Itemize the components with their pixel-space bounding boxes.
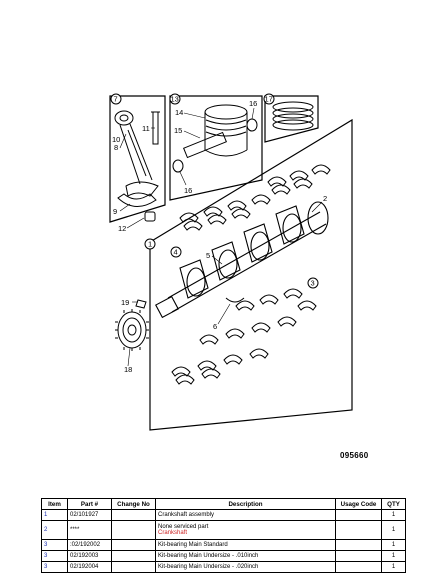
part-number: **** [67, 520, 112, 540]
upper-bearing-shells [267, 164, 331, 195]
description: Kit-bearing Main Undersize - .020inch [155, 561, 336, 573]
crankshaft-panel [149, 118, 353, 431]
callout-1: 1 [148, 240, 152, 249]
callout-19: 19 [121, 298, 129, 307]
gudgeon-pin [183, 131, 227, 159]
table-row: 1 02/101927 Crankshaft assembly 1 [41, 509, 406, 521]
callout-13: 13 [171, 95, 179, 104]
callout-8: 8 [114, 143, 118, 152]
description: Crankshaft assembly [155, 509, 336, 521]
callout-6: 6 [213, 322, 217, 331]
callout-16-bottom: 16 [184, 186, 192, 195]
callout-17: 17 [265, 95, 273, 104]
change-no [111, 550, 156, 562]
header-usage-code: Usage Code [335, 498, 382, 510]
callout-18: 18 [124, 365, 132, 374]
usage-code [335, 561, 382, 573]
callout-9: 9 [113, 207, 117, 216]
header-item: Item [41, 498, 68, 510]
item-link[interactable]: 3 [41, 561, 68, 573]
header-part-number: Part # [67, 498, 112, 510]
figure-id: 095660 [340, 451, 369, 460]
description: Kit-bearing Main Standard [155, 539, 336, 551]
usage-code [335, 520, 382, 540]
part-number: :02/192002 [67, 539, 112, 551]
parts-table: Item Part # Change No Description Usage … [41, 498, 406, 573]
timing-gear [115, 309, 149, 351]
callout-circle-3 [307, 277, 319, 289]
table-row: 2 **** None serviced part Crankshaft 1 [41, 520, 406, 540]
callout-5: 5 [206, 251, 210, 260]
description-cell: None serviced part Crankshaft [155, 520, 336, 540]
connecting-rod-panel [109, 95, 166, 223]
small-end-bush [144, 211, 156, 222]
main-bearing-shells-lower [171, 288, 317, 385]
usage-code [335, 550, 382, 562]
change-no [111, 509, 156, 521]
connecting-rod [114, 110, 159, 197]
piston-rings-panel [264, 95, 319, 143]
part-number: 02/101927 [67, 509, 112, 521]
part-number: 02/192003 [67, 550, 112, 562]
callout-circle-17 [263, 93, 275, 105]
usage-code [335, 509, 382, 521]
crankshaft [155, 201, 329, 319]
callout-11: 11 [142, 124, 150, 133]
table-row: 3 02/192003 Kit-bearing Main Undersize -… [41, 550, 406, 562]
callout-10: 10 [112, 135, 120, 144]
qty: 1 [381, 509, 406, 521]
circlip-b [172, 159, 184, 173]
change-no [111, 561, 156, 573]
callout-4: 4 [174, 248, 178, 257]
header-change-no: Change No [111, 498, 156, 510]
callout-16-top: 16 [249, 99, 257, 108]
qty: 1 [381, 550, 406, 562]
callout-7: 7 [114, 95, 118, 104]
callout-circle-4 [170, 246, 182, 258]
callout-12: 12 [118, 224, 126, 233]
callout-3: 3 [311, 279, 315, 288]
item-link[interactable]: 3 [41, 539, 68, 551]
exploded-parts-diagram: 7 13 17 1 4 3 14 15 16 16 11 10 8 9 12 2… [109, 93, 353, 431]
callout-circle-13 [169, 93, 181, 105]
description-note: Crankshaft [158, 530, 188, 536]
qty: 1 [381, 539, 406, 551]
usage-code [335, 539, 382, 551]
piston [204, 104, 248, 157]
description: Kit-bearing Main Undersize - .010inch [155, 550, 336, 562]
callout-2: 2 [323, 194, 327, 203]
woodruff-key [135, 299, 147, 309]
part-number: 02/192004 [67, 561, 112, 573]
thrust-washer [225, 297, 245, 303]
callout-circle-7 [110, 93, 122, 105]
table-header-row: Item Part # Change No Description Usage … [41, 498, 406, 510]
circlip-a [246, 118, 258, 132]
qty: 1 [381, 520, 406, 540]
header-description: Description [155, 498, 336, 510]
piston-panel [169, 95, 263, 201]
description: None serviced part [158, 524, 209, 530]
qty: 1 [381, 561, 406, 573]
item-link[interactable]: 1 [41, 509, 68, 521]
change-no [111, 520, 156, 540]
item-link[interactable]: 2 [41, 520, 68, 540]
leader-lines [119, 107, 323, 367]
callout-15: 15 [174, 126, 182, 135]
table-row: 3 :02/192002 Kit-bearing Main Standard 1 [41, 539, 406, 551]
rod-cap [117, 193, 157, 207]
change-no [111, 539, 156, 551]
header-qty: QTY [381, 498, 406, 510]
callout-circle-1 [144, 238, 156, 250]
main-bearing-shells-upper [179, 194, 271, 231]
piston-rings [272, 101, 314, 131]
table-row: 3 02/192004 Kit-bearing Main Undersize -… [41, 561, 406, 573]
callout-14: 14 [175, 108, 183, 117]
item-link[interactable]: 3 [41, 550, 68, 562]
